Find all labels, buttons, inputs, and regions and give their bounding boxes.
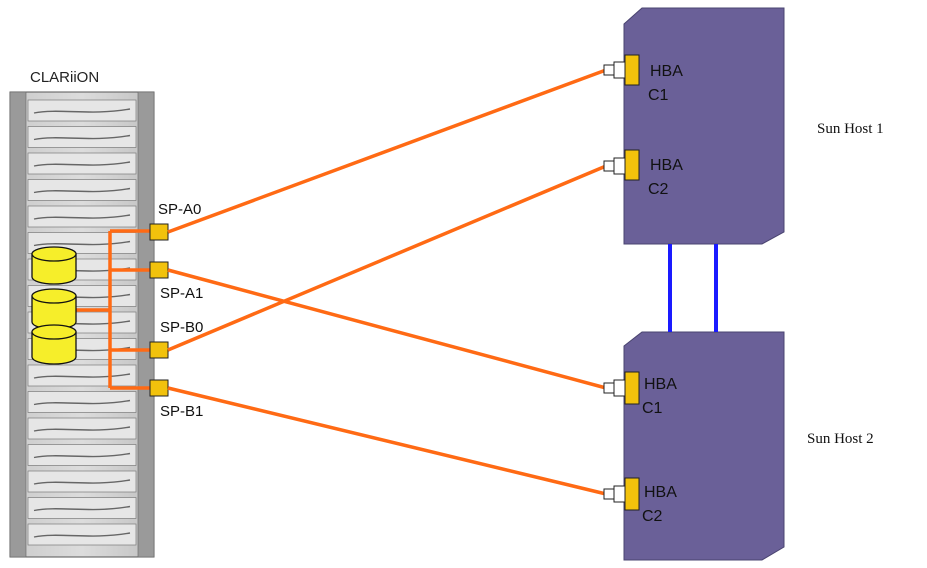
port-label-sp-b1: SP-B1 bbox=[160, 403, 203, 420]
clariion-array: CLARiiON bbox=[9, 69, 203, 558]
rack-slot bbox=[27, 444, 137, 466]
port-sp-b0[interactable] bbox=[149, 341, 169, 359]
rack-slot-texture bbox=[33, 505, 131, 512]
hba-label-line2: C1 bbox=[648, 87, 669, 104]
port-sp-a0[interactable] bbox=[149, 223, 169, 241]
port-label-sp-a1: SP-A1 bbox=[160, 285, 203, 302]
hba-label-line1: HBA bbox=[644, 376, 677, 393]
hba-connector[interactable] bbox=[624, 371, 640, 405]
rack-slot bbox=[27, 391, 137, 413]
sun-host-2: Sun Host 2 bbox=[623, 331, 874, 561]
hba-connector[interactable] bbox=[624, 54, 640, 86]
hba-label-line2: C1 bbox=[642, 400, 663, 417]
hba-label-line2: C2 bbox=[648, 181, 669, 198]
hba-connector[interactable] bbox=[624, 477, 640, 511]
host-2-name: Sun Host 2 bbox=[807, 431, 874, 447]
hba-label-line1: HBA bbox=[650, 157, 683, 174]
rack-slot-texture bbox=[33, 479, 131, 485]
cable-sp-a1-to-host2-c1 bbox=[167, 268, 607, 390]
host-interconnect bbox=[668, 244, 718, 332]
rack-slot-texture bbox=[33, 214, 131, 220]
rack-slot-texture bbox=[33, 452, 131, 459]
port-label-sp-b0: SP-B0 bbox=[160, 319, 203, 336]
hba-host1-c2[interactable]: HBA C2 bbox=[603, 149, 683, 198]
rack-slot-texture bbox=[33, 161, 131, 167]
rack-slot-texture bbox=[33, 108, 131, 114]
cable-sp-a0-to-host1-c1 bbox=[167, 68, 607, 234]
hba-label-line2: C2 bbox=[642, 508, 663, 525]
hba-label-line1: HBA bbox=[650, 63, 683, 80]
rack-slot bbox=[27, 470, 137, 493]
port-sp-b1[interactable] bbox=[149, 379, 169, 397]
hba-host2-c1[interactable]: HBA C1 bbox=[603, 371, 677, 417]
port-label-sp-a0: SP-A0 bbox=[158, 201, 201, 218]
storage-title: CLARiiON bbox=[30, 69, 99, 86]
disk bbox=[31, 246, 77, 285]
rack-slot bbox=[27, 523, 137, 546]
port-sp-a1[interactable] bbox=[149, 261, 169, 279]
fibre-cables bbox=[167, 68, 607, 496]
host-1-chassis bbox=[623, 7, 785, 245]
disk bbox=[31, 324, 77, 365]
rack-slot bbox=[27, 417, 137, 440]
host-1-name: Sun Host 1 bbox=[817, 121, 884, 137]
hba-host2-c2[interactable]: HBA C2 bbox=[603, 477, 677, 525]
disk-stack bbox=[31, 246, 77, 365]
hba-label-line1: HBA bbox=[644, 484, 677, 501]
hba-connector[interactable] bbox=[624, 149, 640, 181]
cable-sp-b0-to-host1-c2 bbox=[167, 164, 607, 352]
sun-host-1: Sun Host 1 bbox=[623, 7, 884, 245]
rack-slot bbox=[27, 99, 137, 122]
rack-slot bbox=[27, 497, 137, 519]
hba-host1-c1[interactable]: HBA C1 bbox=[603, 54, 683, 104]
rack-slot bbox=[27, 179, 137, 201]
rack-slot bbox=[27, 152, 137, 175]
rack-slot-texture bbox=[33, 399, 131, 406]
rack-slot-texture bbox=[33, 240, 131, 247]
rack-slot-texture bbox=[33, 532, 131, 538]
cable-sp-b1-to-host2-c2 bbox=[167, 386, 607, 496]
rack-slot bbox=[27, 126, 137, 148]
rack-slot bbox=[27, 205, 137, 228]
rack-slot-texture bbox=[33, 134, 131, 141]
host-2-chassis bbox=[623, 331, 785, 561]
disk bbox=[31, 288, 77, 330]
rack-slot-texture bbox=[33, 373, 131, 379]
rack-slot-texture bbox=[33, 187, 131, 194]
rack-slot-texture bbox=[33, 426, 131, 432]
